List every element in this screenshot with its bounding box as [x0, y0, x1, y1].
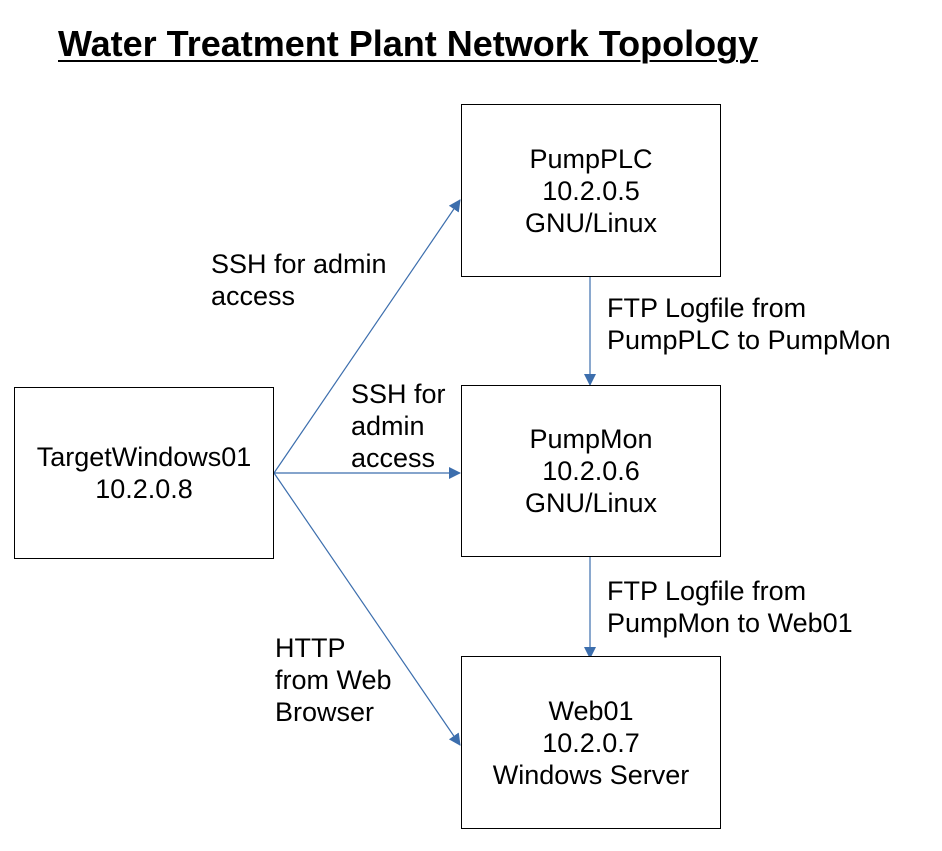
- edge-target-to-pumpplc: [273, 199, 461, 474]
- edge-label-line: PumpMon to Web01: [607, 608, 853, 638]
- node-web01-name: Web01: [548, 695, 634, 726]
- node-pumpmon-os: GNU/Linux: [524, 488, 658, 518]
- edge-label-ssh-pumpmon: SSH for admin access: [351, 378, 446, 474]
- edge-label-line: admin: [351, 411, 425, 441]
- node-web01-ip: 10.2.0.7: [542, 727, 640, 758]
- node-web01-os: Windows Server: [492, 759, 690, 790]
- node-targetwindows01-name: TargetWindows01: [36, 442, 252, 472]
- edge-target-to-web01: [273, 472, 461, 746]
- edge-label-line: access: [211, 281, 296, 311]
- node-pumpmon-ip: 10.2.0.6: [542, 456, 640, 486]
- edge-label-line: FTP Logfile from: [607, 576, 807, 606]
- node-pumpmon: PumpMon 10.2.0.6 GNU/Linux: [461, 385, 721, 557]
- edge-label-ssh-pumpplc: SSH for admin access: [211, 248, 387, 312]
- node-pumpplc-ip: 10.2.0.5: [542, 175, 640, 206]
- edge-label-line: PumpPLC to PumpMon: [607, 325, 891, 355]
- node-pumpplc-os: GNU/Linux: [524, 207, 658, 238]
- node-targetwindows01-ip: 10.2.0.8: [95, 474, 193, 504]
- node-web01: Web01 10.2.0.7 Windows Server: [461, 656, 721, 829]
- edge-label-line: Browser: [275, 697, 375, 727]
- edge-label-ftp-pumpmon-web01: FTP Logfile from PumpMon to Web01: [607, 575, 853, 639]
- edge-label-line: SSH for admin: [211, 249, 387, 279]
- node-pumpplc-name: PumpPLC: [529, 143, 653, 174]
- edge-label-line: SSH for: [351, 379, 446, 409]
- edge-label-line: access: [351, 443, 436, 473]
- edge-label-http-web01: HTTP from Web Browser: [275, 632, 392, 728]
- diagram-title: Water Treatment Plant Network Topology: [58, 23, 759, 64]
- node-targetwindows01: TargetWindows01 10.2.0.8: [14, 387, 274, 559]
- node-pumpplc: PumpPLC 10.2.0.5 GNU/Linux: [461, 104, 721, 277]
- node-pumpmon-name: PumpMon: [529, 424, 653, 454]
- edge-label-line: FTP Logfile from: [607, 293, 807, 323]
- edge-label-line: HTTP: [275, 633, 346, 663]
- edge-label-ftp-pumpplc-pumpmon: FTP Logfile from PumpPLC to PumpMon: [607, 292, 891, 356]
- edge-label-line: from Web: [275, 665, 392, 695]
